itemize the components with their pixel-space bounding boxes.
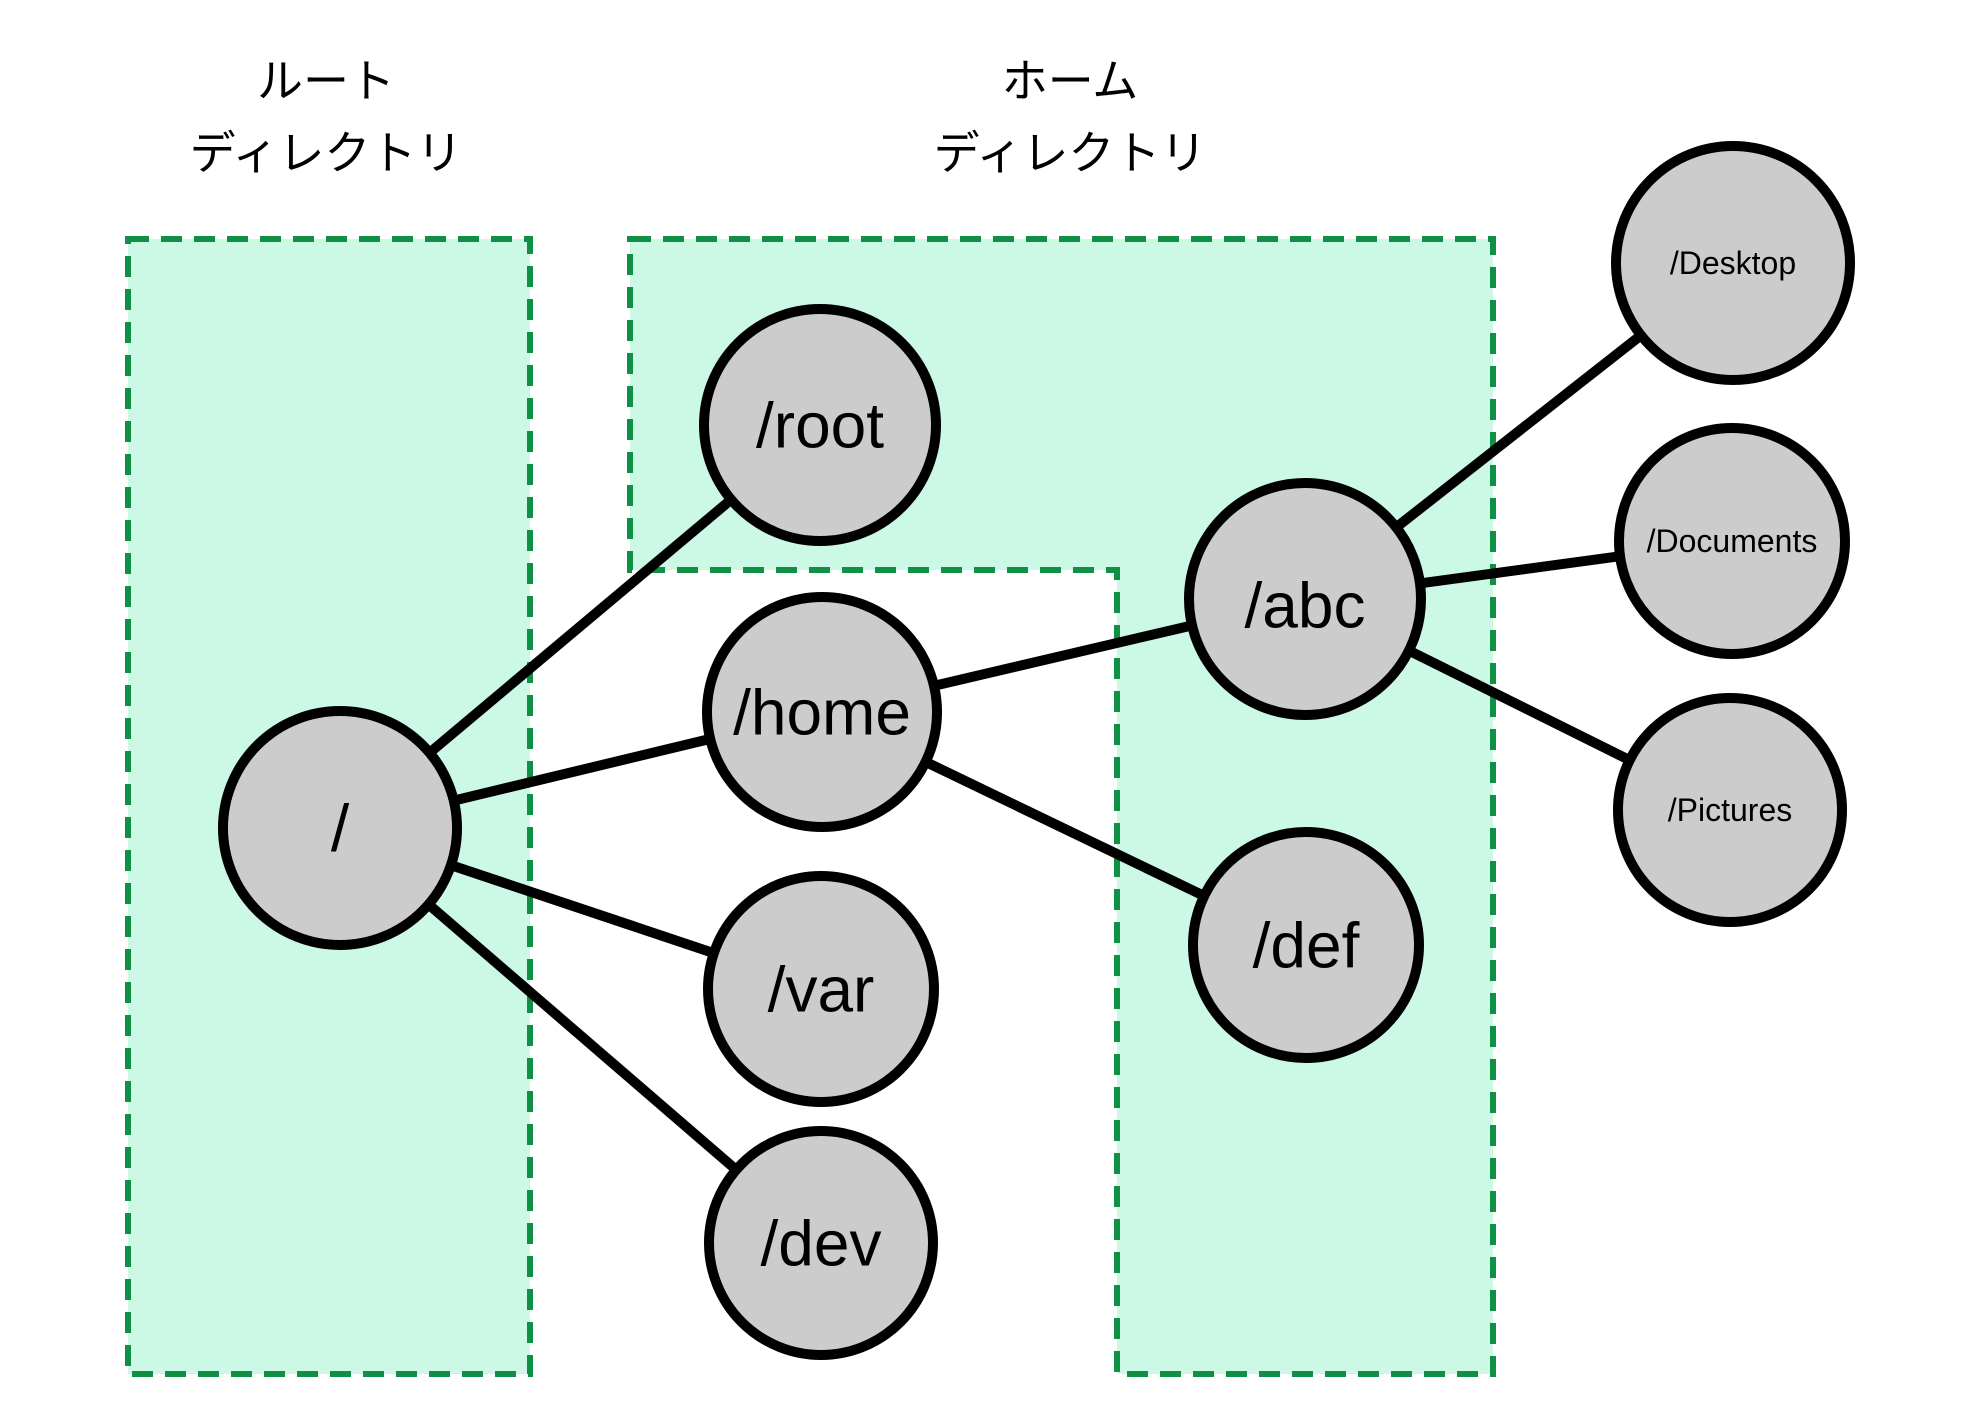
- node-root: /root: [699, 304, 941, 546]
- root-region-title-line1: ルート: [257, 55, 395, 107]
- home-region-title-line2: ディレクトリ: [934, 127, 1207, 179]
- node-home: /home: [702, 592, 942, 832]
- node-home-label: /home: [733, 676, 911, 748]
- home-region-title-line1: ホーム: [1002, 55, 1139, 107]
- node-dev: /dev: [704, 1126, 938, 1360]
- node-abc-label: /abc: [1245, 569, 1366, 641]
- node-abc-circle: [1184, 478, 1426, 720]
- node-def-circle: [1188, 827, 1424, 1063]
- node-var: /var: [703, 871, 939, 1107]
- root-region-title-line2: ディレクトリ: [190, 127, 463, 179]
- node-def-label: /def: [1253, 909, 1360, 981]
- node-pictures-circle: [1613, 693, 1847, 927]
- node-slash: /: [218, 706, 462, 950]
- node-desktop-circle: [1611, 141, 1855, 385]
- node-home-circle: [702, 592, 942, 832]
- node-root-circle: [699, 304, 941, 546]
- node-pictures-label: /Pictures: [1668, 792, 1792, 828]
- node-desktop: /Desktop: [1611, 141, 1855, 385]
- node-dev-circle: [704, 1126, 938, 1360]
- node-dev-label: /dev: [761, 1207, 882, 1279]
- node-documents: /Documents: [1614, 423, 1850, 659]
- node-slash-label: /: [331, 791, 350, 865]
- node-var-circle: [703, 871, 939, 1107]
- node-var-label: /var: [768, 953, 875, 1025]
- node-documents-circle: [1614, 423, 1850, 659]
- node-documents-label: /Documents: [1647, 523, 1818, 559]
- node-pictures: /Pictures: [1613, 693, 1847, 927]
- node-def: /def: [1188, 827, 1424, 1063]
- node-desktop-label: /Desktop: [1670, 245, 1796, 281]
- node-slash-circle: [218, 706, 462, 950]
- node-abc: /abc: [1184, 478, 1426, 720]
- node-root-label: /root: [756, 389, 884, 461]
